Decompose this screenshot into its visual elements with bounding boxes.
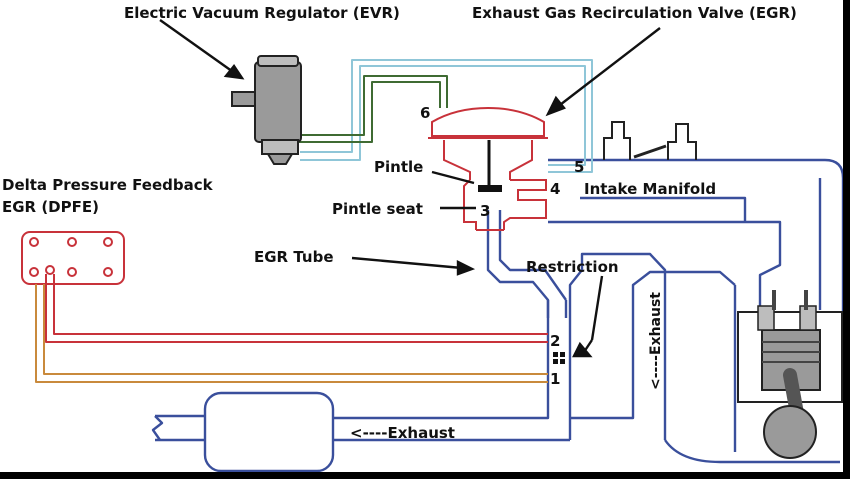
- restriction-label: Restriction: [526, 258, 619, 276]
- egr-tube-label: EGR Tube: [254, 248, 334, 266]
- evr-label: Electric Vacuum Regulator (EVR): [124, 4, 400, 22]
- bottom-exhaust-pipe: [155, 252, 736, 442]
- dpfe-hoses: [35, 274, 548, 383]
- vacuum-hose-green: [298, 75, 448, 143]
- dpfe-hose-red: [45, 274, 548, 343]
- egr-valve-label: Exhaust Gas Recirculation Valve (EGR): [472, 4, 797, 22]
- vacuum-hoses: [298, 59, 593, 173]
- exhaust-bottom-label: <----Exhaust: [350, 424, 455, 442]
- exhaust-pipe-system: [151, 158, 845, 464]
- evr-component: [231, 55, 302, 165]
- intake-manifold-pipe: [548, 158, 845, 330]
- restriction-marks: [553, 352, 565, 364]
- dpfe-hose-orange: [35, 284, 548, 383]
- dpfe-sensor: [21, 231, 125, 285]
- point-number-1: 1: [550, 370, 560, 388]
- pointer-arrows: [159, 19, 661, 358]
- egr-valve: [428, 106, 548, 231]
- pintle: [478, 185, 502, 192]
- diagram-panel: [0, 0, 843, 472]
- dpfe-label-line2: EGR (DPFE): [2, 198, 99, 216]
- point-number-2: 2: [550, 332, 560, 350]
- frame-bottom: [0, 472, 850, 479]
- egr-body: [443, 140, 547, 231]
- point-number-5: 5: [574, 158, 584, 176]
- egr-tube-pipe: [486, 210, 568, 318]
- exhaust-vertical-label: <----Exhaust: [648, 292, 664, 390]
- engine-exhaust-pipe: [664, 285, 840, 464]
- point-number-3: 3: [480, 202, 490, 220]
- intake-manifold-label: Intake Manifold: [584, 180, 716, 198]
- point-number-4: 4: [550, 180, 560, 198]
- point-number-6: 6: [420, 104, 430, 122]
- pintle-seat-label: Pintle seat: [332, 200, 423, 218]
- pintle-label: Pintle: [374, 158, 423, 176]
- egr-diaphragm: [428, 106, 548, 139]
- frame-right: [843, 0, 850, 479]
- pipe-left-end: [151, 415, 164, 441]
- engine-block: [737, 290, 843, 459]
- muffler: [203, 391, 335, 473]
- vacuum-hose-light-blue: [300, 59, 593, 173]
- throttle-body: [603, 121, 697, 160]
- dpfe-label-line1: Delta Pressure Feedback: [2, 176, 214, 194]
